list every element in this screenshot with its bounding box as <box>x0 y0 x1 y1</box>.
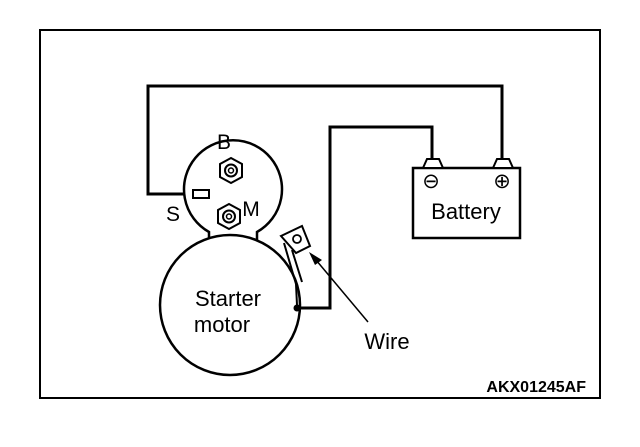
starter-motor-label-line2: motor <box>194 312 250 337</box>
battery-positive-sign: ⊕ <box>493 170 511 193</box>
battery-positive-post <box>491 158 515 169</box>
battery-label: Battery <box>431 199 501 224</box>
terminal-m-nut <box>217 202 241 231</box>
battery-negative-post <box>421 158 445 169</box>
diagram-frame <box>39 29 601 399</box>
wire-motor-to-battery-negative <box>297 125 434 310</box>
solenoid-housing <box>182 139 284 243</box>
battery: ⊖ ⊕ Battery <box>411 158 522 240</box>
terminal-s-label: S <box>166 203 180 226</box>
terminal-b-label: B <box>217 131 231 154</box>
ground-strap-bracket <box>279 224 312 306</box>
battery-body <box>411 166 522 240</box>
terminal-s-tab <box>192 189 210 199</box>
wire-pointer-arrowhead <box>309 252 322 265</box>
wire-pointer-line <box>315 259 369 323</box>
terminal-b-nut <box>219 156 243 185</box>
terminal-m-label: M <box>242 198 260 221</box>
battery-negative-sign: ⊖ <box>422 170 440 193</box>
starter-motor-body <box>158 233 302 377</box>
solenoid <box>182 139 284 243</box>
motor-ground-point <box>293 304 301 312</box>
wire-label: Wire <box>364 329 409 354</box>
reference-code: AKX01245AF <box>486 379 586 396</box>
wire-s-to-battery-positive <box>146 84 504 196</box>
starter-motor-label-line1: Starter <box>195 286 261 311</box>
